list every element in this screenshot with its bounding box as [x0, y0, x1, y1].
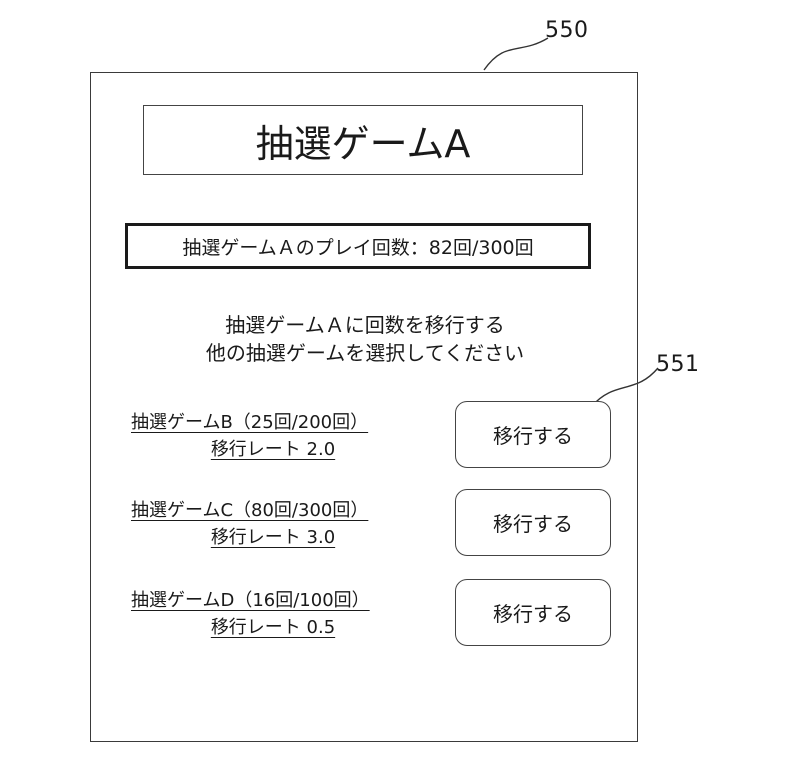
game-c-transfer-rate: 移行レート 3.0 [210, 527, 336, 548]
game-d-info: 抽選ゲームD（16回/100回） 移行レート 0.5 [131, 587, 441, 641]
page-title: 抽選ゲームA [143, 105, 583, 175]
game-b-info: 抽選ゲームB（25回/200回） 移行レート 2.0 [131, 409, 441, 463]
transfer-button-game-d[interactable]: 移行する [455, 579, 611, 646]
instruction-line-1: 抽選ゲームＡに回数を移行する [225, 313, 505, 337]
game-b-transfer-rate: 移行レート 2.0 [210, 439, 336, 460]
play-count-display: 抽選ゲームＡのプレイ回数：82回/300回 [125, 223, 591, 269]
leader-line-550 [483, 37, 549, 71]
game-d-transfer-rate: 移行レート 0.5 [210, 617, 336, 638]
instruction-line-2: 他の抽選ゲームを選択してください [205, 341, 525, 365]
game-c-info: 抽選ゲームC（80回/300回） 移行レート 3.0 [131, 497, 441, 551]
transfer-button-game-b[interactable]: 移行する [455, 401, 611, 468]
game-c-name-count: 抽選ゲームC（80回/300回） [131, 500, 369, 521]
game-b-name-count: 抽選ゲームB（25回/200回） [131, 412, 369, 433]
game-screen-panel: 抽選ゲームA 抽選ゲームＡのプレイ回数：82回/300回 抽選ゲームＡに回数を移… [90, 72, 638, 742]
game-d-name-count: 抽選ゲームD（16回/100回） [131, 590, 370, 611]
reference-number-551: 551 [656, 352, 700, 377]
instruction-text: 抽選ゲームＡに回数を移行する 他の抽選ゲームを選択してください [91, 311, 639, 367]
reference-number-550: 550 [545, 18, 589, 43]
leader-line-551 [591, 367, 659, 407]
transfer-button-game-c[interactable]: 移行する [455, 489, 611, 556]
